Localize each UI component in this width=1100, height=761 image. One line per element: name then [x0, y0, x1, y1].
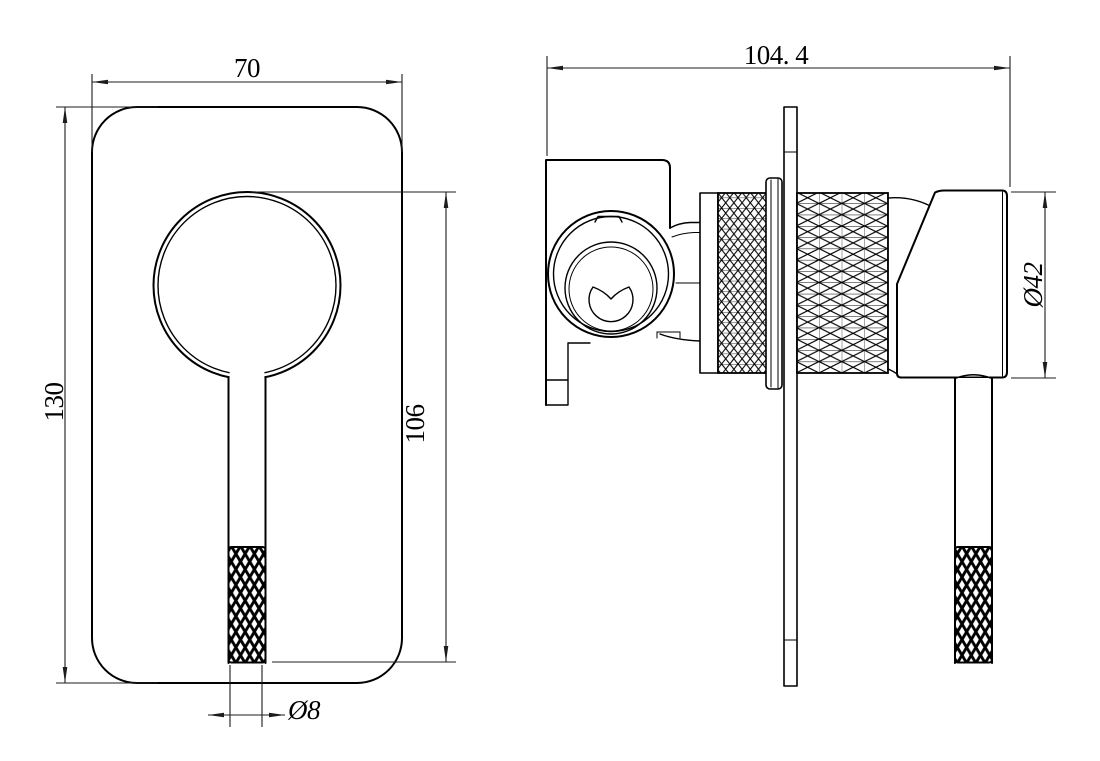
side-view: 104. 4 Ø42	[545, 40, 1056, 687]
front-wall-plate	[91, 106, 403, 684]
side-port-outer-circle	[547, 210, 675, 338]
dim-label-d42: Ø42	[1018, 263, 1048, 309]
dim-label-130: 130	[39, 383, 69, 422]
side-flange	[765, 177, 783, 390]
side-plain-ring	[699, 192, 719, 374]
dim-depth: 104. 4	[546, 40, 1011, 187]
side-knurl-outer	[796, 192, 889, 374]
dim-plate-height: 130	[39, 106, 158, 684]
side-port-mid-circle	[564, 241, 658, 335]
front-handle-knurl	[227, 546, 267, 664]
side-stop-tab	[656, 331, 681, 339]
side-handle-rod	[954, 374, 993, 664]
side-knurl-inner	[717, 192, 768, 374]
side-wall-plate	[783, 106, 798, 687]
dim-label-106: 106	[400, 405, 430, 444]
front-handle-shaft-fill	[229, 372, 265, 552]
dim-label-d8: Ø8	[287, 695, 321, 725]
dim-handle-length: 106	[251, 191, 456, 663]
side-bracket-foot	[545, 342, 591, 406]
side-rod-root-arc	[954, 374, 993, 380]
dim-plate-width: 70	[91, 53, 403, 152]
side-port-inner-circle	[568, 246, 654, 332]
side-rod-knurl	[954, 546, 993, 664]
dim-label-104-4: 104. 4	[744, 40, 810, 70]
dim-handle-diameter: Ø8	[208, 665, 321, 727]
side-handle	[896, 189, 1008, 379]
side-port-top-tab	[594, 215, 623, 223]
side-valve-neck	[656, 221, 701, 342]
front-view: 70 130 106 Ø8	[39, 53, 456, 727]
dim-label-70: 70	[234, 53, 260, 83]
side-bracket	[545, 159, 671, 406]
side-port-valve-opening	[588, 286, 634, 323]
side-valve-port	[547, 210, 675, 338]
dim-trim-diameter: Ø42	[1011, 191, 1056, 379]
